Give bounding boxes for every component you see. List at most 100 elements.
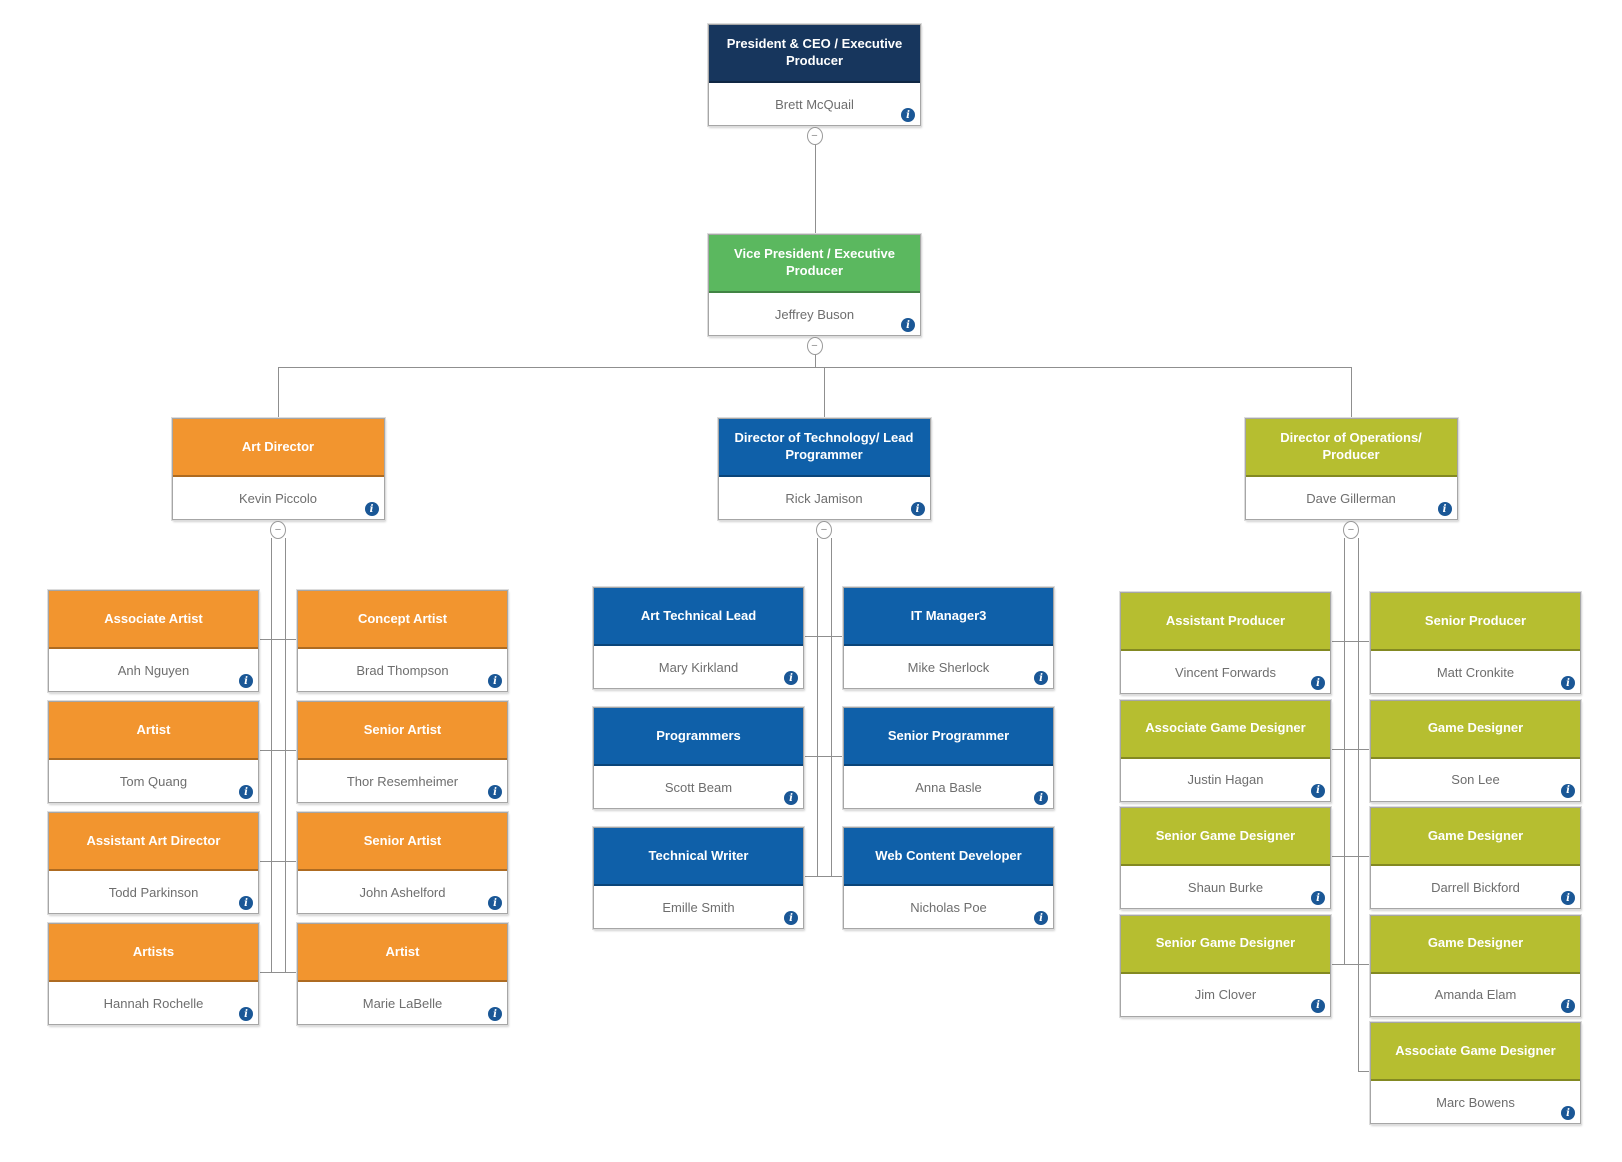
connector-line bbox=[285, 538, 286, 972]
node-body: Marie LaBelle i bbox=[298, 982, 507, 1024]
org-node[interactable]: Associate Artist Anh Nguyen i bbox=[48, 590, 259, 692]
org-node[interactable]: Senior Producer Matt Cronkite i bbox=[1370, 592, 1581, 694]
node-person-name: Justin Hagan bbox=[1187, 772, 1264, 787]
info-icon[interactable]: i bbox=[239, 1007, 253, 1021]
org-node[interactable]: Director of Operations/ Producer Dave Gi… bbox=[1244, 418, 1458, 520]
info-icon[interactable]: i bbox=[364, 502, 379, 516]
info-icon[interactable]: i bbox=[488, 1007, 502, 1021]
org-node[interactable]: Senior Game Designer Jim Clover i bbox=[1120, 914, 1331, 1017]
info-icon[interactable]: i bbox=[1561, 1106, 1575, 1120]
info-icon[interactable]: i bbox=[488, 896, 502, 910]
node-title: Assistant Producer bbox=[1121, 593, 1330, 651]
connector-line bbox=[804, 636, 843, 637]
org-node[interactable]: Art Director Kevin Piccolo i bbox=[171, 418, 385, 520]
node-title: Programmers bbox=[594, 708, 803, 766]
info-icon[interactable]: i bbox=[1561, 891, 1575, 905]
node-title: Senior Game Designer bbox=[1121, 808, 1330, 866]
node-title: Artist bbox=[49, 702, 258, 760]
node-body: Justin Hagan i bbox=[1121, 758, 1330, 801]
node-person-name: Hannah Rochelle bbox=[103, 995, 204, 1011]
org-node[interactable]: Senior Game Designer Shaun Burke i bbox=[1120, 807, 1331, 909]
node-title: Senior Artist bbox=[298, 702, 507, 760]
info-icon[interactable]: i bbox=[1311, 891, 1325, 905]
node-body: Darrell Bickford i bbox=[1371, 866, 1580, 908]
org-node[interactable]: Artists Hannah Rochelle i bbox=[48, 923, 259, 1025]
info-icon[interactable]: i bbox=[784, 791, 798, 805]
node-body: Dave Gillerman i bbox=[1245, 477, 1457, 519]
org-node[interactable]: Vice President / Executive Producer Jeff… bbox=[708, 234, 921, 336]
node-person-name: Marie LaBelle bbox=[362, 995, 443, 1011]
org-node[interactable]: President & CEO / Executive Producer Bre… bbox=[708, 24, 921, 126]
org-node[interactable]: IT Manager3 Mike Sherlock i bbox=[843, 587, 1054, 689]
node-person-name: Darrell Bickford bbox=[1431, 879, 1520, 895]
org-node[interactable]: Game Designer Darrell Bickford i bbox=[1370, 807, 1581, 909]
info-icon[interactable]: i bbox=[1034, 911, 1048, 925]
node-person-name: Marc Bowens bbox=[1436, 1094, 1515, 1110]
info-icon[interactable]: i bbox=[1311, 783, 1325, 798]
org-node[interactable]: Assistant Producer Vincent Forwards i bbox=[1120, 592, 1331, 694]
info-icon[interactable]: i bbox=[901, 318, 915, 332]
info-icon[interactable]: i bbox=[1561, 783, 1575, 798]
node-title: Senior Programmer bbox=[844, 708, 1053, 766]
info-icon[interactable]: i bbox=[1311, 998, 1325, 1013]
node-body: Anh Nguyen i bbox=[49, 649, 258, 691]
org-node[interactable]: Senior Artist Thor Resemheimer i bbox=[297, 701, 508, 803]
node-body: Shaun Burke i bbox=[1121, 866, 1330, 908]
collapse-toggle-icon[interactable]: − bbox=[806, 127, 823, 145]
info-icon[interactable]: i bbox=[239, 896, 253, 910]
info-icon[interactable]: i bbox=[1561, 998, 1575, 1013]
connector-line bbox=[1344, 538, 1345, 964]
node-title: IT Manager3 bbox=[844, 588, 1053, 646]
info-icon[interactable]: i bbox=[910, 502, 925, 516]
node-body: Mary Kirkland i bbox=[594, 646, 803, 688]
info-icon[interactable]: i bbox=[1034, 791, 1048, 805]
info-icon[interactable]: i bbox=[1311, 676, 1325, 690]
collapse-toggle-icon[interactable]: − bbox=[1343, 521, 1359, 539]
org-node[interactable]: Senior Artist John Ashelford i bbox=[297, 812, 508, 914]
node-person-name: Jim Clover bbox=[1194, 987, 1257, 1002]
info-icon[interactable]: i bbox=[1437, 502, 1452, 516]
connector-line bbox=[259, 750, 297, 751]
node-body: Nicholas Poe i bbox=[844, 886, 1053, 928]
collapse-toggle-icon[interactable]: − bbox=[816, 521, 832, 539]
org-node[interactable]: Programmers Scott Beam i bbox=[593, 707, 804, 809]
info-icon[interactable]: i bbox=[239, 785, 253, 799]
node-person-name: Brad Thompson bbox=[356, 662, 449, 678]
node-title: President & CEO / Executive Producer bbox=[709, 25, 920, 83]
node-title: Game Designer bbox=[1371, 808, 1580, 866]
org-node[interactable]: Game Designer Amanda Elam i bbox=[1370, 914, 1581, 1017]
info-icon[interactable]: i bbox=[488, 785, 502, 799]
collapse-toggle-icon[interactable]: − bbox=[806, 337, 823, 355]
node-body: John Ashelford i bbox=[298, 871, 507, 913]
org-node[interactable]: Art Technical Lead Mary Kirkland i bbox=[593, 587, 804, 689]
org-node[interactable]: Associate Game Designer Justin Hagan i bbox=[1120, 699, 1331, 802]
org-node[interactable]: Director of Technology/ Lead Programmer … bbox=[717, 418, 931, 520]
org-node[interactable]: Game Designer Son Lee i bbox=[1370, 699, 1581, 802]
node-body: Hannah Rochelle i bbox=[49, 982, 258, 1024]
node-title: Associate Game Designer bbox=[1121, 700, 1330, 759]
info-icon[interactable]: i bbox=[1034, 671, 1048, 685]
node-title: Associate Game Designer bbox=[1371, 1023, 1580, 1081]
org-node[interactable]: Associate Game Designer Marc Bowens i bbox=[1370, 1022, 1581, 1124]
org-node[interactable]: Concept Artist Brad Thompson i bbox=[297, 590, 508, 692]
info-icon[interactable]: i bbox=[488, 674, 502, 688]
node-person-name: Tom Quang bbox=[119, 773, 188, 789]
node-title: Senior Producer bbox=[1371, 593, 1580, 651]
info-icon[interactable]: i bbox=[1561, 676, 1575, 690]
org-node[interactable]: Artist Marie LaBelle i bbox=[297, 923, 508, 1025]
connector-line bbox=[1331, 748, 1370, 750]
info-icon[interactable]: i bbox=[239, 674, 253, 688]
node-person-name: Thor Resemheimer bbox=[346, 773, 459, 789]
info-icon[interactable]: i bbox=[901, 108, 915, 122]
info-icon[interactable]: i bbox=[784, 911, 798, 925]
org-node[interactable]: Assistant Art Director Todd Parkinson i bbox=[48, 812, 259, 914]
connector-line bbox=[1358, 538, 1359, 1071]
org-node[interactable]: Technical Writer Emille Smith i bbox=[593, 827, 804, 929]
org-node[interactable]: Web Content Developer Nicholas Poe i bbox=[843, 827, 1054, 929]
collapse-toggle-icon[interactable]: − bbox=[270, 521, 286, 539]
node-title: Senior Game Designer bbox=[1121, 915, 1330, 974]
org-node[interactable]: Senior Programmer Anna Basle i bbox=[843, 707, 1054, 809]
info-icon[interactable]: i bbox=[784, 671, 798, 685]
org-node[interactable]: Artist Tom Quang i bbox=[48, 701, 259, 803]
